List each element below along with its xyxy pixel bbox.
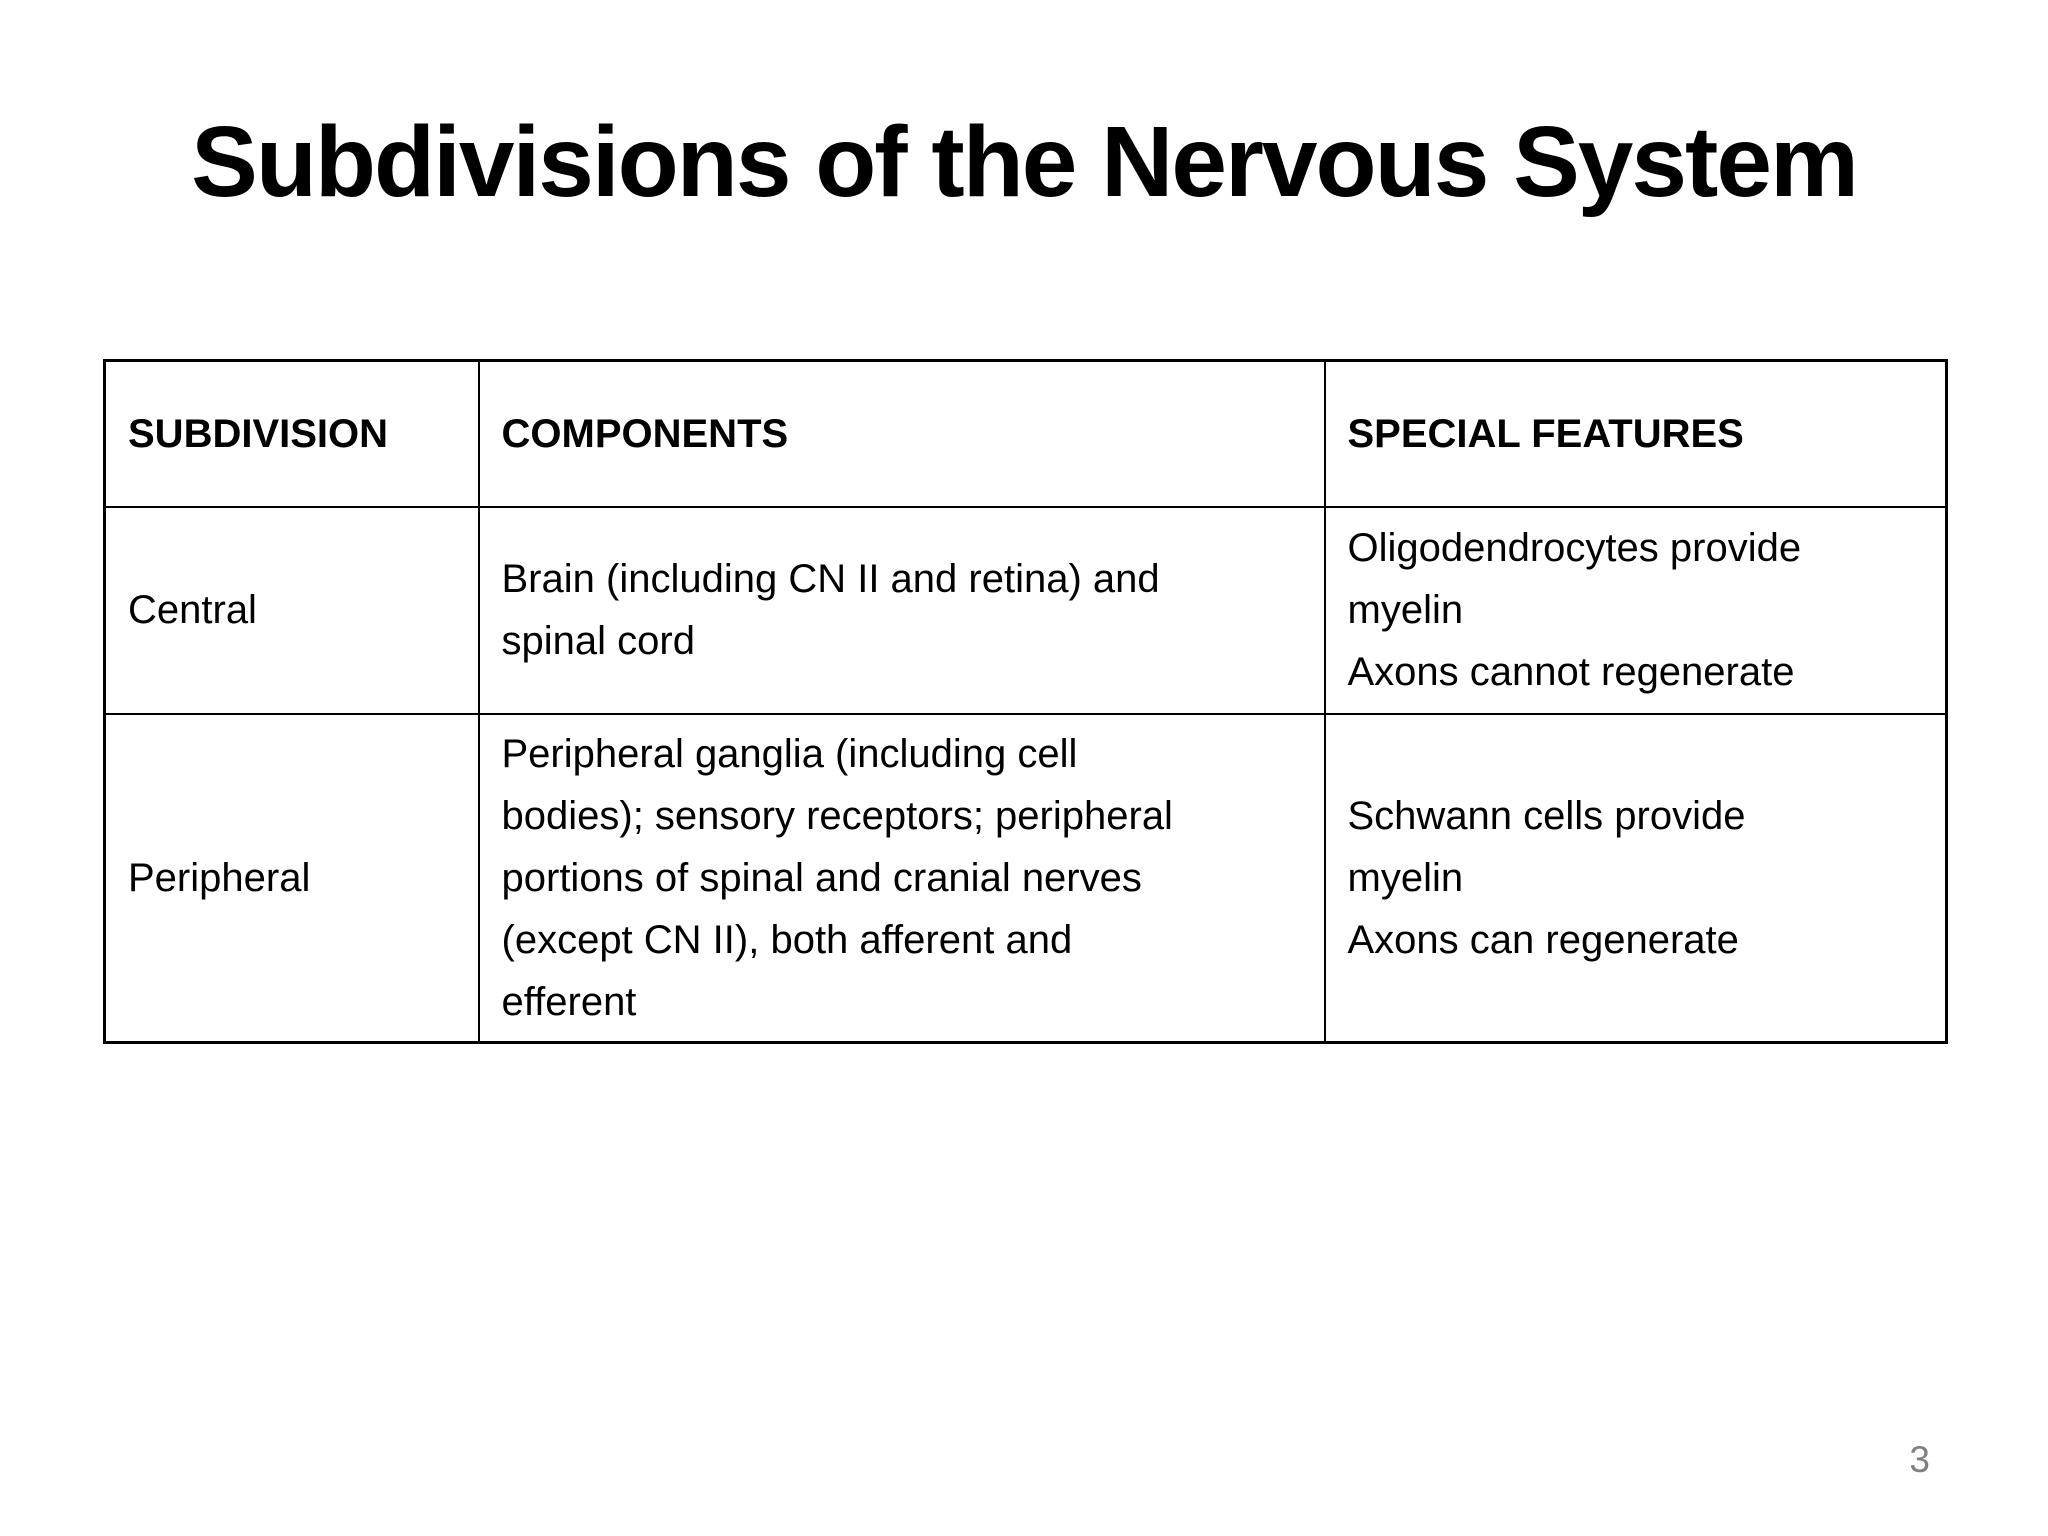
cell-peripheral-special-features: Schwann cells provide myelin Axons can r… bbox=[1323, 712, 1948, 1043]
page-title: Subdivisions of the Nervous System bbox=[191, 106, 1859, 218]
column-header-special-features: SPECIAL FEATURES bbox=[1323, 359, 1948, 508]
page-number: 3 bbox=[1909, 1439, 1930, 1480]
cell-central-subdivision: Central bbox=[103, 505, 480, 715]
table-header-row: SUBDIVISION COMPONENTS SPECIAL FEATURES bbox=[103, 359, 1948, 508]
column-header-subdivision: SUBDIVISION bbox=[103, 359, 480, 508]
table-row-peripheral: Peripheral Peripheral ganglia (including… bbox=[103, 712, 1948, 1043]
cell-central-components: Brain (including CN II and retina) and s… bbox=[477, 505, 1326, 715]
column-header-components: COMPONENTS bbox=[477, 359, 1326, 508]
cell-central-special-features: Oligodendrocytes provide myelin Axons ca… bbox=[1323, 505, 1948, 715]
table-row-central: Central Brain (including CN II and retin… bbox=[103, 505, 1948, 715]
subdivisions-table: SUBDIVISION COMPONENTS SPECIAL FEATURES … bbox=[103, 359, 1948, 1044]
cell-peripheral-subdivision: Peripheral bbox=[103, 712, 480, 1043]
cell-peripheral-components: Peripheral ganglia (including cell bodie… bbox=[477, 712, 1326, 1043]
